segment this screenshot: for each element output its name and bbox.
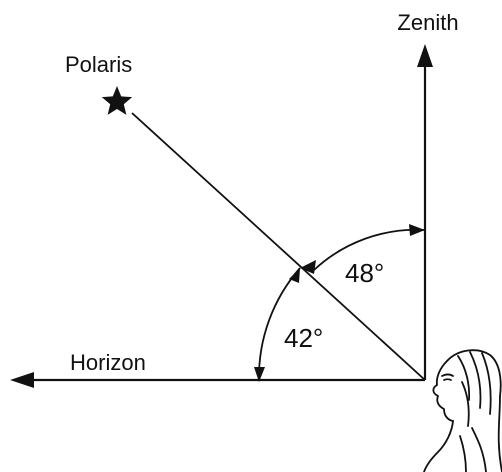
star-icon <box>101 86 133 115</box>
horizon-label: Horizon <box>70 350 146 375</box>
arc-48-arrowhead-polaris <box>300 260 316 274</box>
angle-42-label: 42° <box>284 323 323 353</box>
polaris-sightline <box>131 112 426 381</box>
angle-48-label: 48° <box>345 258 384 288</box>
zenith-arrowhead <box>417 44 433 67</box>
polaris-label: Polaris <box>65 52 132 77</box>
arc-48-arrowhead-zenith <box>409 224 425 236</box>
observer-figure <box>423 349 502 472</box>
zenith-label: Zenith <box>397 10 458 35</box>
arc-42-arrowhead-polaris <box>289 268 300 283</box>
horizon-arrowhead <box>10 372 34 388</box>
arc-42-arrowhead-horizon <box>254 367 265 382</box>
